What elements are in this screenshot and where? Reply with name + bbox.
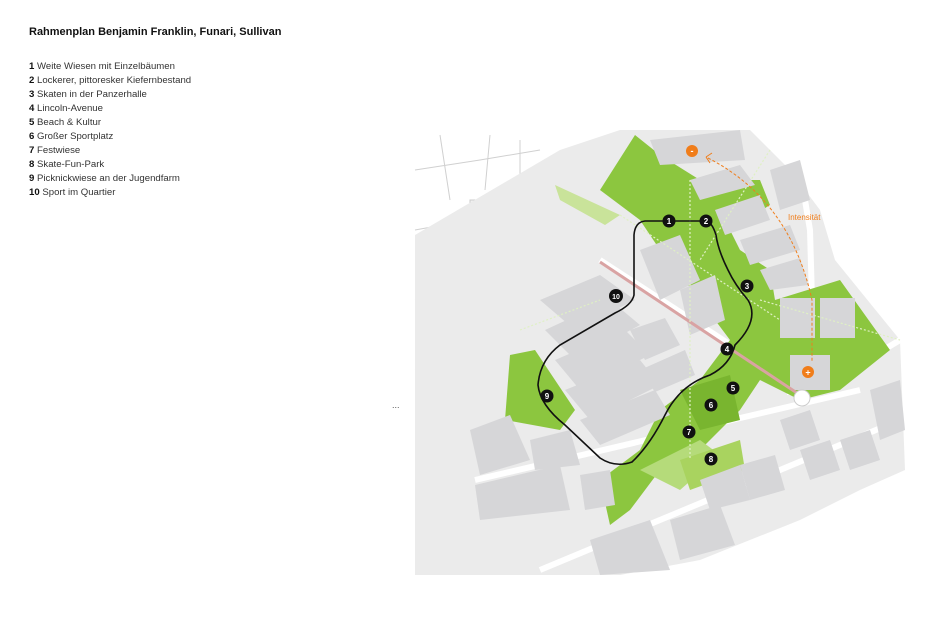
- svg-text:2: 2: [704, 217, 709, 226]
- loop-route: [537, 220, 753, 466]
- ellipsis-text: ...: [392, 400, 400, 410]
- marker-3[interactable]: 3: [740, 279, 754, 293]
- minus-marker: -: [686, 145, 698, 157]
- intensity-arrow: [707, 157, 813, 362]
- marker-9[interactable]: 9: [540, 389, 554, 403]
- legend-item: 5 Beach & Kultur: [29, 117, 102, 128]
- svg-text:+: +: [805, 368, 810, 378]
- legend-item: 7 Festwiese: [29, 145, 81, 156]
- legend-item: 10 Sport im Quartier: [29, 187, 116, 198]
- marker-6[interactable]: 6: [704, 398, 718, 412]
- svg-text:1: 1: [667, 217, 672, 226]
- legend-item: 4 Lincoln-Avenue: [29, 103, 103, 114]
- svg-text:7: 7: [687, 428, 692, 437]
- marker-5[interactable]: 5: [726, 381, 740, 395]
- marker-10[interactable]: 10: [609, 289, 623, 303]
- svg-text:6: 6: [709, 401, 714, 410]
- legend-item: 2 Lockerer, pittoresker Kiefernbestand: [29, 75, 192, 86]
- legend-item: 9 Picknickwiese an der Jugendfarm: [29, 173, 180, 184]
- footpaths: [519, 149, 901, 460]
- plus-marker: +: [802, 366, 814, 378]
- legend-item: 8 Skate-Fun-Park: [29, 159, 105, 170]
- marker-4[interactable]: 4: [720, 342, 734, 356]
- intensity-label: Intensität: [788, 213, 821, 222]
- svg-text:8: 8: [709, 455, 714, 464]
- marker-7[interactable]: 7: [682, 425, 696, 439]
- legend-item: 3 Skaten in der Panzerhalle: [29, 89, 147, 100]
- buildings: [470, 130, 905, 575]
- svg-text:9: 9: [545, 392, 550, 401]
- legend-item: 1 Weite Wiesen mit Einzelbäumen: [29, 61, 175, 72]
- svg-text:10: 10: [612, 294, 620, 301]
- marker-2[interactable]: 2: [699, 214, 713, 228]
- marker-1[interactable]: 1: [662, 214, 676, 228]
- legend-item: 6 Großer Sportplatz: [29, 131, 114, 142]
- page-title: Rahmenplan Benjamin Franklin, Funari, Su…: [29, 26, 282, 38]
- legend-list: 1 Weite Wiesen mit Einzelbäumen 2 Locker…: [29, 60, 191, 200]
- arrow-head-icon: [705, 152, 713, 164]
- svg-text:-: -: [691, 146, 694, 156]
- svg-text:5: 5: [731, 384, 736, 393]
- svg-text:4: 4: [725, 345, 730, 354]
- marker-8[interactable]: 8: [704, 452, 718, 466]
- green-areas: [505, 135, 890, 525]
- roundabout: [793, 389, 811, 407]
- svg-text:3: 3: [745, 282, 750, 291]
